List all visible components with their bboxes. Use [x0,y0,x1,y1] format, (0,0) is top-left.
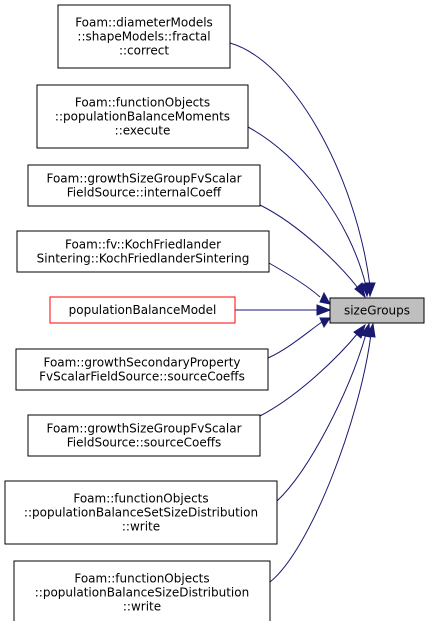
node-label-line: ::correct [119,44,169,58]
node-box [4,480,278,545]
arrowhead-koch [319,291,331,305]
node-label-line: FieldSource::sourceCoeffs [67,436,221,450]
caller-node-growth-source[interactable]: Foam::growthSizeGroupFvScalarFieldSource… [27,414,261,457]
arrowhead-pbm-execute [361,282,372,298]
node-label-line: ::populationBalanceSetSizeDistribution [24,506,258,520]
call-edge-growth-source [259,332,359,417]
call-edge-setsize-write [276,333,367,502]
call-edge-size-write [269,333,372,583]
caller-node-fractal-correct[interactable]: Foam::diameterModels::shapeModels::fract… [57,4,231,69]
node-label-line: ::populationBalanceMoments [55,110,230,124]
node-box [13,560,271,621]
arrowhead-pbm [316,304,332,316]
node-label-line: populationBalanceModel [69,303,217,317]
target-node-box [329,297,425,324]
call-edge-growth-internal [259,204,359,289]
arrowhead-growth-internal [354,282,366,299]
node-label-line: ::populationBalanceSizeDistribution [35,586,249,600]
node-label-line: Foam::functionObjects [73,492,208,506]
node-box [49,296,236,324]
target-node-sizegroups[interactable]: sizeGroups [329,297,425,324]
node-label-line: Foam::growthSecondaryProperty [43,356,240,370]
node-label-line: Foam::diameterModels [75,16,213,30]
node-label-line: Foam::functionObjects [75,96,210,110]
caller-node-pbm[interactable]: populationBalanceModel [49,296,236,324]
caller-node-growth-internal[interactable]: Foam::growthSizeGroupFvScalarFieldSource… [27,164,261,207]
node-box [36,84,249,149]
call-edge-fractal-correct [229,42,371,287]
node-label-line: Sintering::KochFriedlanderSintering [37,252,250,266]
node-label-line: Foam::growthSizeGroupFvScalar [46,422,241,436]
target-node-label: sizeGroups [344,304,410,318]
node-box [57,4,231,69]
call-edge-secondary-source [267,321,323,359]
caller-node-setsize-write[interactable]: Foam::functionObjects::populationBalance… [4,480,278,545]
node-label-line: ::write [122,520,160,534]
node-label-line: Foam::fv::KochFriedlander [65,238,221,252]
caller-node-pbm-execute[interactable]: Foam::functionObjects::populationBalance… [36,84,249,149]
node-label-line: ::execute [115,124,171,138]
arrowhead-secondary-source [319,317,331,329]
caller-node-secondary-source[interactable]: Foam::growthSecondaryPropertyFvScalarFie… [15,348,269,391]
node-box [15,348,269,391]
call-edge-koch [268,262,321,298]
caller-node-koch[interactable]: Foam::fv::KochFriedlanderSintering::Koch… [16,230,270,273]
caller-node-size-write[interactable]: Foam::functionObjects::populationBalance… [13,560,271,621]
node-label-line: FieldSource::internalCoeff [67,186,222,200]
node-label-line: FvScalarFieldSource::sourceCoeffs [39,370,245,384]
arrowhead-size-write [365,322,376,338]
node-label-line: Foam::functionObjects [74,572,209,586]
node-label-line: ::write [123,600,161,614]
call-edge-pbm-execute [247,126,367,287]
node-box [16,230,270,273]
node-box [27,414,261,457]
node-box [27,164,261,207]
node-label-line: Foam::growthSizeGroupFvScalar [46,172,241,186]
node-label-line: ::shapeModels::fractal [77,30,210,44]
